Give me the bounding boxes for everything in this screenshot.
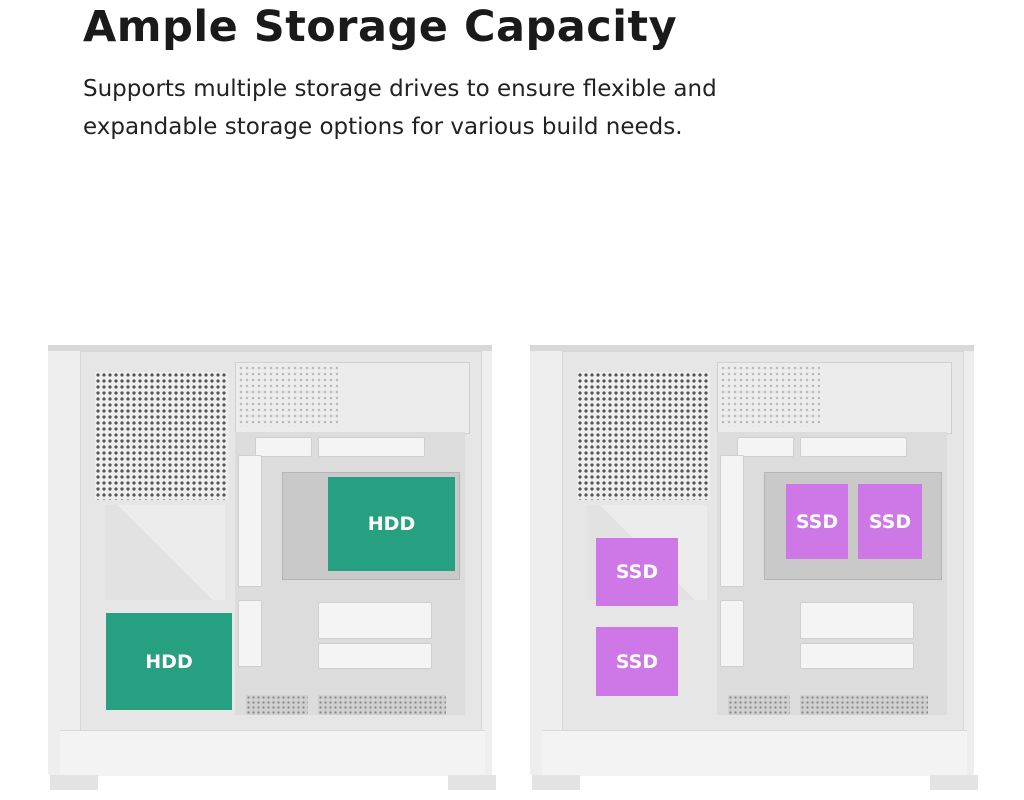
bottom-vent [800, 695, 928, 715]
section-title: Ample Storage Capacity [83, 2, 678, 52]
hdd-drive: HDD [328, 477, 455, 571]
expansion-slot [318, 643, 432, 669]
cutout [238, 455, 262, 587]
psu-shroud [542, 730, 967, 776]
psu-mesh [720, 365, 820, 427]
case-top [530, 345, 974, 351]
cutout [720, 455, 744, 587]
expansion-slot [800, 643, 914, 669]
bottom-vent [318, 695, 446, 715]
hdd-drive: HDD [106, 613, 232, 710]
case-top [48, 345, 492, 351]
fan-mesh [95, 372, 228, 500]
case-foot [50, 775, 98, 790]
psu-mesh [238, 365, 338, 427]
cutout [255, 437, 312, 457]
expansion-slot [800, 602, 914, 639]
ssd-drive: SSD [786, 484, 848, 559]
bottom-vent [728, 695, 790, 715]
cutout [800, 437, 907, 457]
ssd-drive: SSD [596, 627, 678, 696]
case-image-ssd: SSD SSD SSD SSD [530, 345, 978, 790]
psu-shroud [60, 730, 485, 776]
expansion-slot [318, 602, 432, 639]
fan-mesh [577, 372, 710, 500]
case-image-hdd: HDD HDD [48, 345, 496, 790]
cutout [720, 600, 744, 667]
case-foot [532, 775, 580, 790]
cutout [318, 437, 425, 457]
cutout [737, 437, 794, 457]
cutout [238, 600, 262, 667]
ssd-drive: SSD [596, 538, 678, 606]
ssd-drive: SSD [858, 484, 922, 559]
bottom-vent [246, 695, 308, 715]
case-foot [930, 775, 978, 790]
section-description: Supports multiple storage drives to ensu… [83, 76, 717, 140]
cable-cover [105, 505, 225, 600]
case-foot [448, 775, 496, 790]
